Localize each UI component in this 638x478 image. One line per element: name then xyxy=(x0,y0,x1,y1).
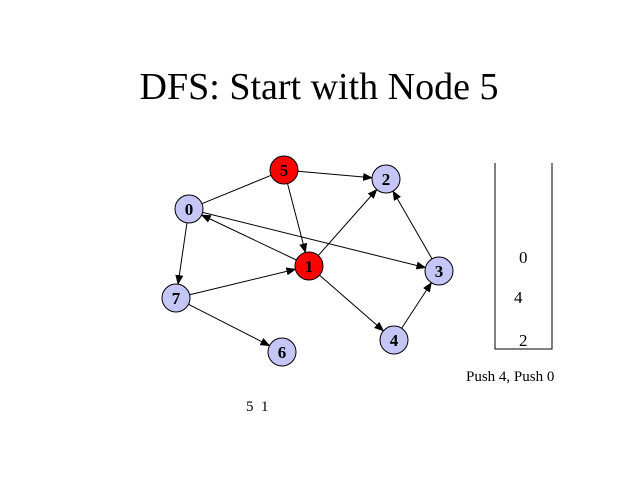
edge-5-1 xyxy=(287,183,308,254)
node-circle xyxy=(161,283,191,313)
stack-outline xyxy=(494,163,553,350)
node-circle xyxy=(379,325,409,355)
node-circle xyxy=(174,194,204,224)
node-7: 7 xyxy=(161,283,191,313)
edge-4-3 xyxy=(401,281,432,329)
stack-item: 4 xyxy=(514,288,523,307)
stack-item: 2 xyxy=(519,331,528,350)
edge-1-2 xyxy=(317,188,378,256)
edge-7-1 xyxy=(189,267,297,296)
stack-container xyxy=(494,163,553,350)
edge-5-0 xyxy=(201,174,272,205)
edge-1-0 xyxy=(200,214,297,261)
node-5: 5 xyxy=(269,155,299,185)
node-circle xyxy=(267,337,297,367)
graph-edges xyxy=(175,170,433,347)
node-circle xyxy=(294,251,324,281)
node-label: 5 xyxy=(280,161,289,180)
node-label: 3 xyxy=(435,262,444,281)
node-0: 0 xyxy=(174,194,204,224)
node-1: 1 xyxy=(294,251,324,281)
edge-0-7 xyxy=(175,222,188,286)
node-label: 0 xyxy=(185,200,194,219)
stack-item: 0 xyxy=(519,248,528,267)
node-4: 4 xyxy=(379,325,409,355)
node-label: 6 xyxy=(278,343,287,362)
graph-nodes: 5 2 0 1 3 7 4 6 xyxy=(161,155,454,367)
node-label: 7 xyxy=(172,289,181,308)
node-6: 6 xyxy=(267,337,297,367)
slide-title: DFS: Start with Node 5 xyxy=(139,66,499,108)
edge-5-2 xyxy=(297,170,374,181)
node-2: 2 xyxy=(371,164,401,194)
node-circle xyxy=(269,155,299,185)
edge-3-2 xyxy=(392,190,433,260)
node-label: 4 xyxy=(390,331,399,350)
edge-1-4 xyxy=(319,274,385,332)
edge-0-3 xyxy=(202,211,427,270)
node-3: 3 xyxy=(424,256,454,286)
node-circle xyxy=(371,164,401,194)
visited-order: 5 1 xyxy=(246,399,269,415)
node-label: 1 xyxy=(305,257,314,276)
node-circle xyxy=(424,256,454,286)
stack-caption: Push 4, Push 0 xyxy=(466,369,555,385)
node-label: 2 xyxy=(382,170,391,189)
edge-7-6 xyxy=(188,303,271,347)
